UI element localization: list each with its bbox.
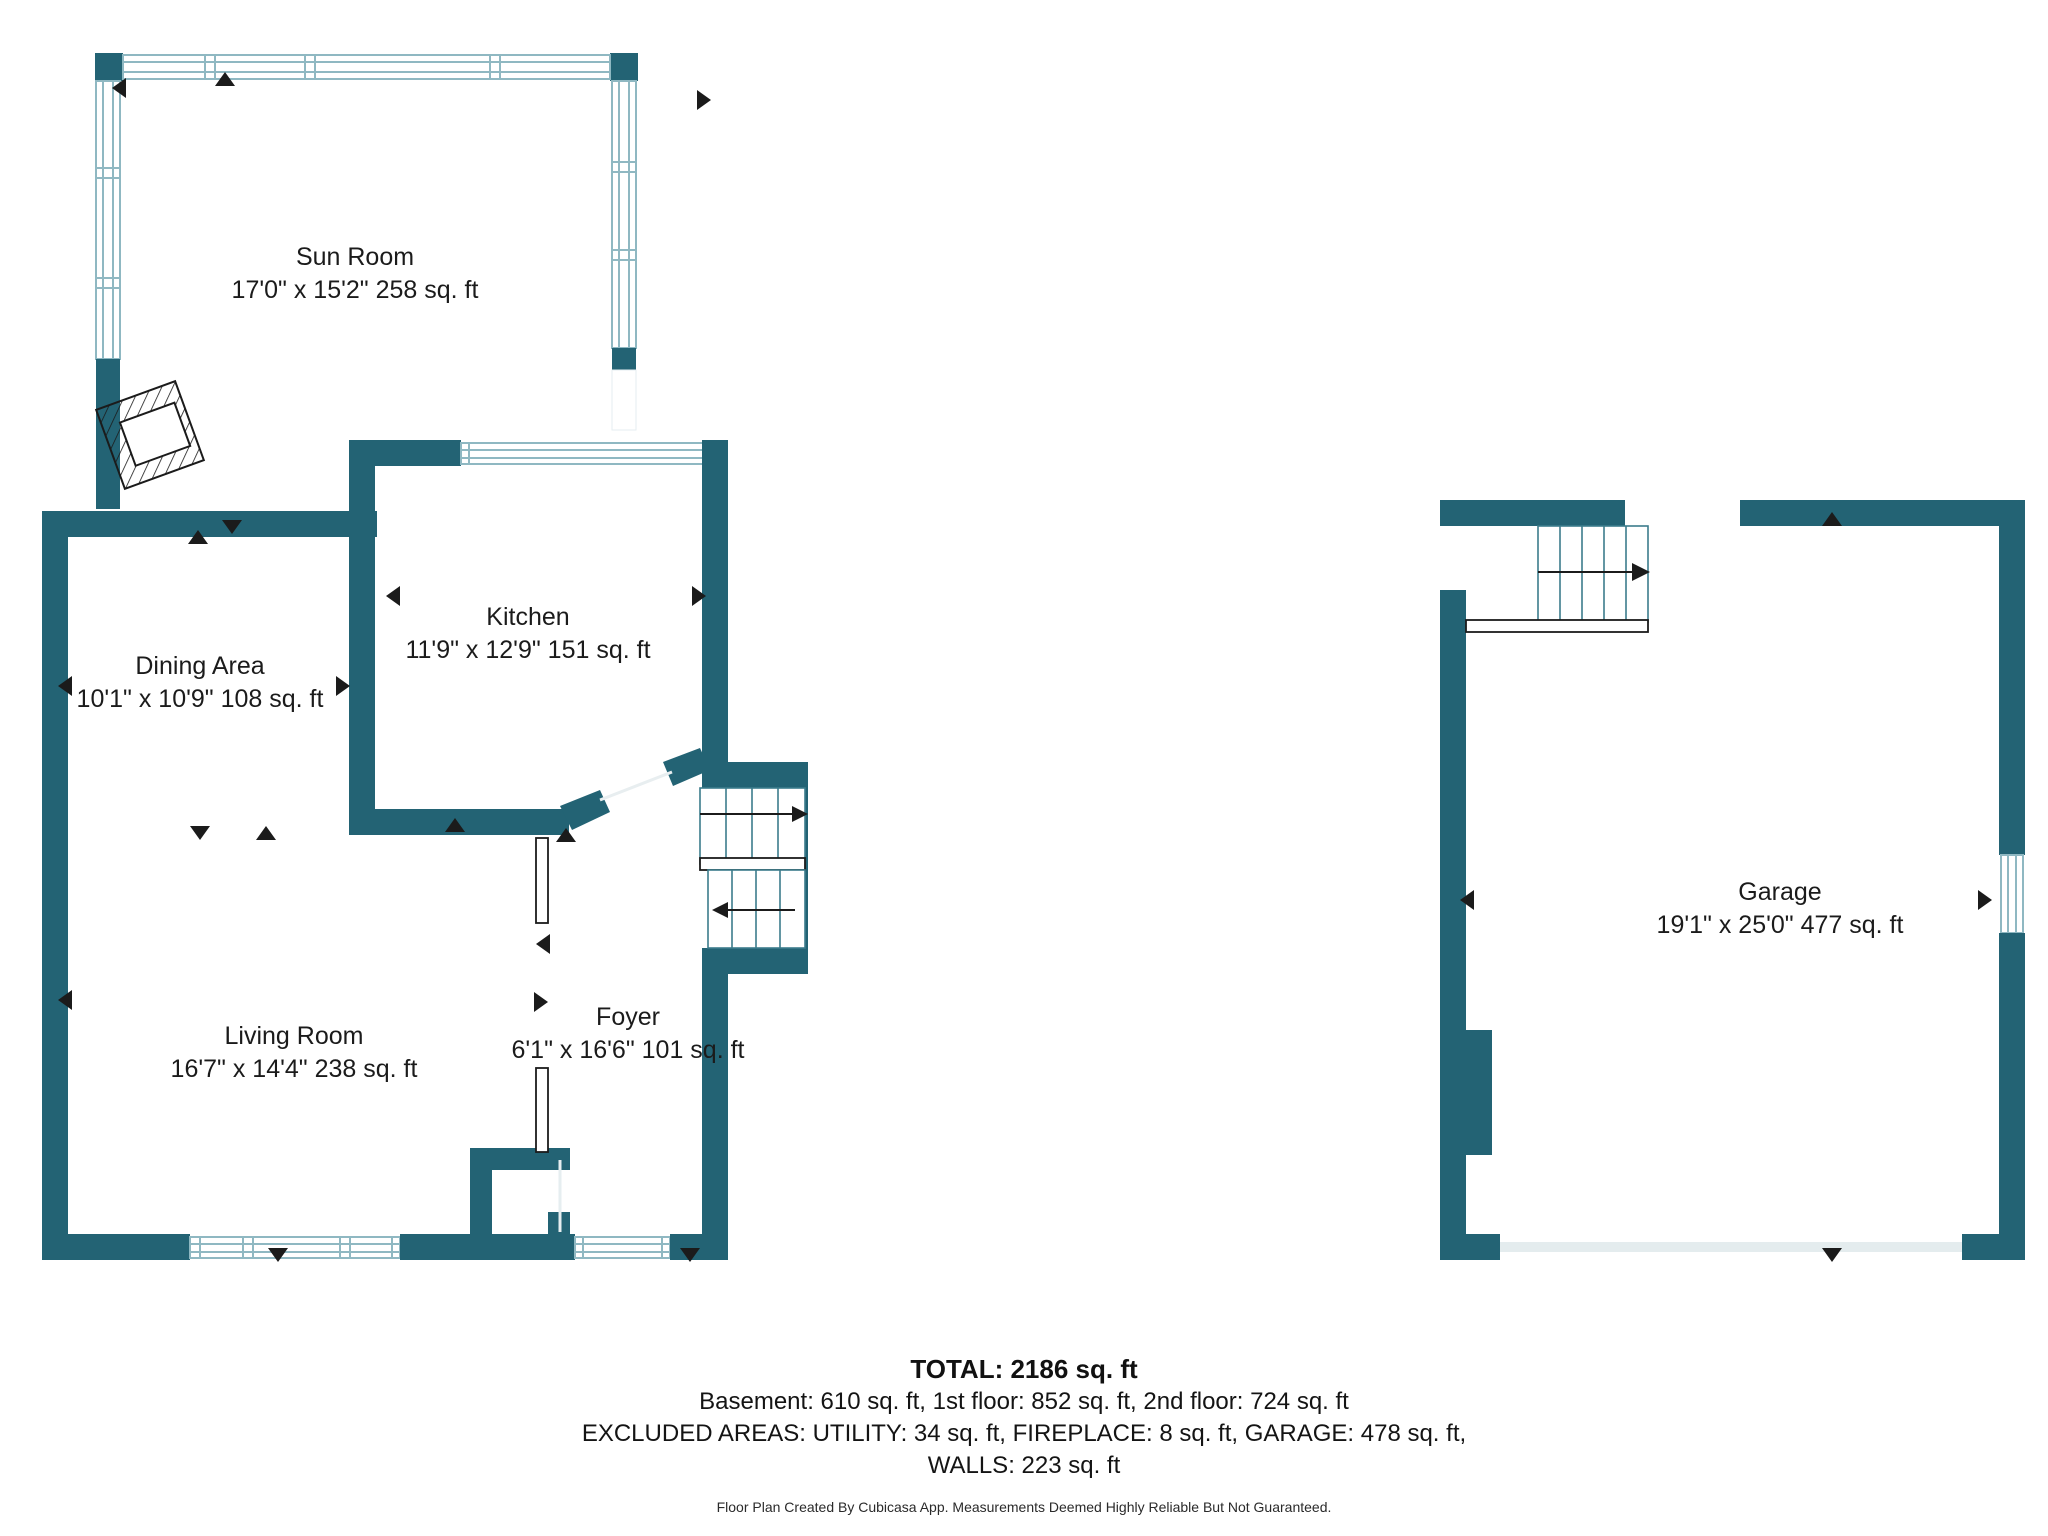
garage-corner-sw (1440, 1234, 1500, 1260)
kitchen-wall-west (349, 440, 375, 835)
excluded-areas-label-line2: WALLS: 223 sq. ft (927, 1451, 1121, 1479)
room-label-living-name: Living Room (225, 1022, 364, 1050)
garage-corner-nw (1440, 500, 1466, 526)
sun-room-corner-nw (95, 53, 123, 81)
foyer-wall-east (702, 965, 728, 1260)
garage-wall-north-left (1440, 500, 1625, 526)
kitchen-wall-north-left (349, 440, 461, 466)
garage-wall-east-upper (1999, 500, 2025, 855)
marker-foyer-b (534, 992, 548, 1012)
sun-room-window-left (95, 80, 121, 360)
wall-south-middle (400, 1234, 575, 1260)
garage-wall-west (1440, 590, 1466, 1040)
wall-north-dining-stub (302, 511, 377, 537)
room-labels: Sun Room 17'0" x 15'2" 258 sq. ft Kitche… (77, 243, 1904, 1083)
garage-service-door-jamb (1440, 1030, 1492, 1155)
garage-corner-se (1962, 1234, 2025, 1260)
wall-south-left (42, 1234, 190, 1260)
garage-wall-east-lower (1999, 933, 2025, 1260)
kitchen-window-north (460, 442, 717, 465)
stair-wall-north (702, 762, 808, 788)
foyer-door-leaf (535, 1067, 549, 1153)
marker-dining-north-b (188, 530, 208, 544)
sun-room-structure (95, 53, 638, 509)
kitchen-door-leaf (535, 837, 549, 924)
garage-staircase (1465, 525, 1650, 633)
floor-breakdown-label: Basement: 610 sq. ft, 1st floor: 852 sq.… (699, 1388, 1349, 1416)
marker-kitchen-south (445, 818, 465, 832)
interior-door-leaves (535, 837, 549, 1153)
utility-closet (470, 1148, 570, 1236)
marker-sunroom-north (215, 72, 235, 86)
garage-structure (1440, 500, 2025, 1262)
room-label-foyer-dims: 6'1" x 16'6" 101 sq. ft (512, 1036, 745, 1064)
room-label-foyer-name: Foyer (596, 1003, 660, 1031)
living-room-window-south (189, 1236, 401, 1259)
garage-stair-landing (1465, 619, 1649, 633)
room-label-dining-dims: 10'1" x 10'9" 108 sq. ft (77, 685, 324, 713)
marker-living-b (256, 826, 276, 840)
kitchen-doorway-angled-sill (599, 770, 673, 802)
interior-staircase (699, 787, 808, 949)
marker-dining-east (336, 676, 350, 696)
sun-room-corner-ne (610, 53, 638, 81)
kitchen-wall-east (702, 440, 728, 770)
marker-garage-south (1822, 1248, 1842, 1262)
marker-sunroom-east (697, 90, 711, 110)
garage-window-east (2000, 854, 2024, 934)
marker-sunroom-west (112, 78, 126, 98)
utility-wall-north (470, 1148, 570, 1170)
kitchen-doorway-angled-stub (663, 748, 710, 786)
room-label-sun-room-name: Sun Room (296, 243, 414, 271)
main-house-outer-walls (42, 511, 725, 1260)
marker-living-west (58, 990, 72, 1010)
total-area-label: TOTAL: 2186 sq. ft (910, 1354, 1138, 1384)
marker-dining-west (58, 676, 72, 696)
garage-stair-direction-arrow (1632, 563, 1650, 581)
kitchen-structure (349, 440, 728, 835)
sun-room-wall-right-opening (611, 369, 637, 431)
area-summary: TOTAL: 2186 sq. ft Basement: 610 sq. ft,… (0, 1352, 2048, 1529)
room-label-kitchen-dims: 11'9" x 12'9" 151 sq. ft (405, 636, 650, 664)
marker-garage-west (1460, 890, 1474, 910)
sun-room-wall-right-stub (612, 348, 636, 370)
room-label-garage-dims: 19'1" x 25'0" 477 sq. ft (1657, 911, 1904, 939)
measurement-markers (58, 72, 711, 1262)
marker-south-foyer (680, 1248, 700, 1262)
garage-measurement-markers (1460, 512, 1992, 1262)
room-label-sun-room-dims: 17'0" x 15'2" 258 sq. ft (232, 276, 479, 304)
marker-foyer-a (536, 934, 550, 954)
marker-kitchen-west (386, 586, 400, 606)
foyer-window-south (574, 1236, 671, 1259)
excluded-areas-label-line1: EXCLUDED AREAS: UTILITY: 34 sq. ft, FIRE… (581, 1419, 1467, 1447)
stair-direction-arrow-down (712, 902, 728, 918)
room-label-living-dims: 16'7" x 14'4" 238 sq. ft (171, 1055, 418, 1083)
room-label-dining-name: Dining Area (135, 652, 264, 680)
kitchen-wall-angled-stub (560, 790, 610, 830)
garage-wall-north-right (1740, 500, 2025, 526)
stair-wall-south (702, 948, 808, 974)
sun-room-window-top (122, 54, 611, 80)
marker-kitchen-angled (556, 828, 576, 842)
disclaimer-text: Floor Plan Created By Cubicasa App. Meas… (716, 1499, 1332, 1516)
room-label-garage-name: Garage (1738, 878, 1821, 906)
marker-garage-east (1978, 890, 1992, 910)
wall-west-exterior (42, 511, 68, 1260)
sun-room-window-right (611, 80, 637, 349)
marker-kitchen-east (692, 586, 706, 606)
marker-south-wall (268, 1248, 288, 1262)
utility-corner-ne (548, 1148, 570, 1170)
room-label-kitchen-name: Kitchen (486, 603, 569, 631)
stair-direction-arrow-up (792, 806, 808, 822)
marker-dining-north-a (222, 520, 242, 534)
marker-living-a (190, 826, 210, 840)
marker-garage-north (1822, 512, 1842, 526)
fireplace-icon (94, 379, 206, 491)
wall-north-dining (42, 511, 302, 537)
